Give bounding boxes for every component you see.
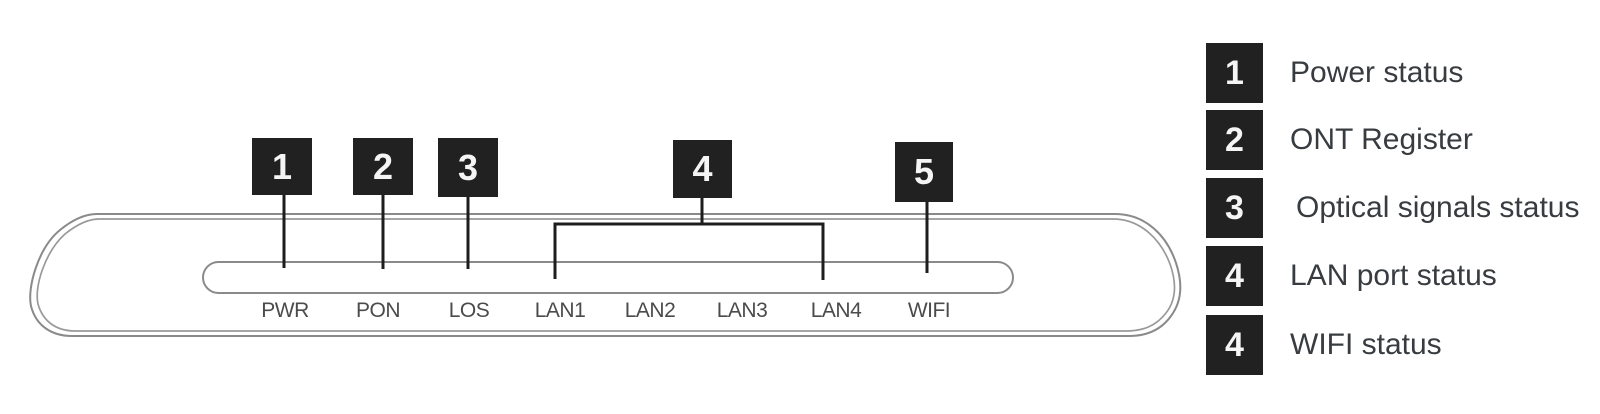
legend-label-power-status: Power status — [1290, 56, 1464, 89]
led-label-pon: PON — [355, 299, 401, 322]
device-outline-outer — [29, 213, 1182, 337]
led-label-lan3: LAN3 — [716, 299, 768, 322]
legend-badge-5: 4 — [1206, 315, 1263, 375]
legend-label-lan-port-status: LAN port status — [1290, 259, 1497, 292]
led-label-los: LOS — [448, 299, 490, 322]
legend-row-ont-register: 2 ONT Register — [1206, 110, 1473, 170]
led-window — [202, 261, 1014, 294]
legend-row-lan-port: 4 LAN port status — [1206, 246, 1497, 306]
legend-label-optical-signals-status: Optical signals status — [1296, 191, 1580, 224]
legend-badge-2: 2 — [1206, 110, 1263, 170]
legend-badge-1: 1 — [1206, 43, 1263, 103]
led-label-lan4: LAN4 — [810, 299, 862, 322]
legend-row-wifi: 4 WIFI status — [1206, 315, 1442, 375]
led-label-lan1: LAN1 — [534, 299, 586, 322]
led-label-lan2: LAN2 — [624, 299, 676, 322]
legend-row-power: 1 Power status — [1206, 43, 1463, 103]
device-outline-inner — [36, 218, 1176, 332]
led-label-pwr: PWR — [261, 299, 309, 322]
callout-badge-5: 5 — [895, 142, 953, 202]
legend-label-wifi-status: WIFI status — [1290, 328, 1442, 361]
legend-row-optical-signals: 3 Optical signals status — [1206, 178, 1579, 238]
legend-badge-4: 4 — [1206, 246, 1263, 306]
led-label-wifi: WIFI — [907, 299, 951, 322]
legend-badge-3: 3 — [1206, 178, 1263, 238]
legend-label-ont-register: ONT Register — [1290, 123, 1473, 156]
callout-badge-2: 2 — [353, 138, 413, 195]
lan-group-bracket — [553, 222, 825, 280]
callout-badge-1: 1 — [252, 138, 312, 195]
callout-badge-4: 4 — [673, 140, 732, 198]
callout-badge-3: 3 — [438, 138, 498, 197]
